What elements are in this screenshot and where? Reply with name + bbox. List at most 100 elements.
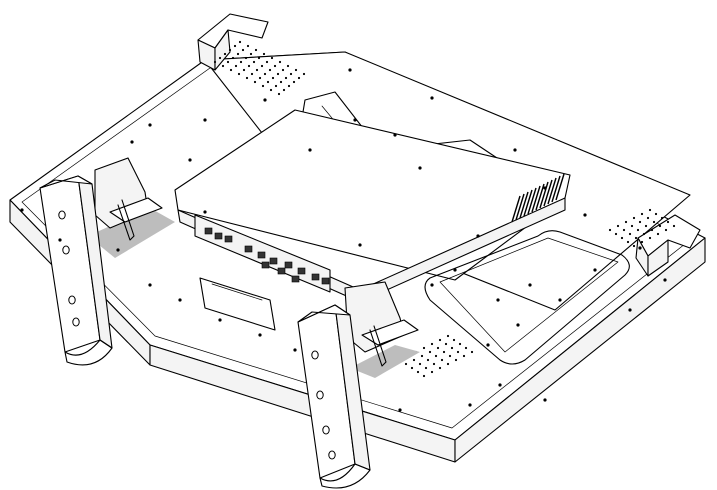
vent-hole	[238, 40, 242, 44]
vent-hole	[462, 354, 466, 358]
screw-hole	[178, 298, 182, 302]
vent-hole	[226, 60, 230, 64]
vent-hole	[456, 350, 460, 354]
vent-hole	[634, 236, 638, 240]
stand-post-hole	[322, 425, 330, 435]
screw-holes	[20, 68, 667, 412]
screw-hole	[468, 403, 472, 407]
vent-hole	[233, 44, 237, 48]
connector-port	[204, 227, 213, 235]
screw-hole	[543, 398, 547, 402]
vent-hole	[231, 56, 235, 60]
vent-hole	[608, 228, 612, 232]
vent-hole	[223, 52, 227, 56]
vent-hole	[297, 76, 301, 80]
input-connectors	[204, 227, 330, 285]
vent-hole	[622, 228, 626, 232]
screw-hole	[663, 278, 667, 282]
stand-post-hole	[58, 210, 66, 220]
vent-hole	[422, 346, 426, 350]
vent-hole	[241, 48, 245, 52]
vent-hole	[410, 366, 414, 370]
screw-hole	[203, 118, 207, 122]
vent-hole	[245, 76, 249, 80]
vent-hole	[237, 72, 241, 76]
connector-port	[269, 257, 278, 265]
screw-hole	[393, 133, 397, 137]
vent-hole	[628, 232, 632, 236]
vent-hole	[254, 48, 258, 52]
screw-hole	[293, 348, 297, 352]
screw-hole	[258, 333, 262, 337]
screw-hole	[430, 283, 434, 287]
stand-post-hole	[316, 390, 324, 400]
connector-port	[261, 261, 270, 269]
screw-hole	[188, 158, 192, 162]
vent-hole	[430, 342, 434, 346]
vent-hole	[616, 224, 620, 228]
vent-hole	[666, 220, 670, 224]
grille-slot	[539, 181, 549, 209]
connector-port	[321, 277, 330, 285]
vent-hole	[444, 342, 448, 346]
right-recess-panel	[424, 230, 630, 365]
vent-hole	[434, 354, 438, 358]
vent-hole	[652, 220, 656, 224]
grille-slot	[543, 179, 553, 207]
stand-post-holes	[58, 210, 336, 460]
grille-slot	[515, 193, 525, 221]
vent-hole	[650, 228, 654, 232]
vent-hole	[626, 240, 630, 244]
screw-hole	[348, 68, 352, 72]
vent-hole	[446, 362, 450, 366]
screw-hole	[398, 408, 402, 412]
vent-hole	[636, 228, 640, 232]
vent-hole	[442, 350, 446, 354]
stand-left	[39, 157, 163, 366]
vent-hole	[642, 232, 646, 236]
grille-slot	[555, 173, 565, 201]
vent-hole	[262, 52, 266, 56]
panel-right-edge	[454, 237, 706, 463]
screw-hole	[148, 283, 152, 287]
vent-hole	[255, 68, 259, 72]
screw-hole	[476, 234, 480, 238]
grille-slot	[531, 185, 541, 213]
connector-port	[214, 232, 223, 240]
vent-hole	[438, 338, 442, 342]
vent-hole	[289, 72, 293, 76]
vent-hole	[282, 88, 286, 92]
vent-hole	[260, 64, 264, 68]
grille-slot	[547, 177, 557, 205]
vent-hole	[271, 76, 275, 80]
screw-hole	[263, 98, 267, 102]
vent-hole	[458, 342, 462, 346]
vent-hole	[656, 232, 660, 236]
vent-hole	[274, 84, 278, 88]
vent-hole	[242, 68, 246, 72]
vent-hole	[664, 228, 668, 232]
stand-mount-shadow-left	[88, 208, 175, 258]
screw-hole	[516, 323, 520, 327]
stand-post-hole	[328, 450, 336, 460]
grille-slot	[511, 195, 521, 223]
vent-hole	[294, 68, 298, 72]
vent-hole	[268, 68, 272, 72]
grille-slot	[519, 191, 529, 219]
vent-hole	[672, 224, 676, 228]
screw-hole	[58, 238, 62, 242]
vent-hole	[253, 80, 257, 84]
vent-hole	[266, 80, 270, 84]
vent-hole	[236, 52, 240, 56]
vent-hole	[420, 354, 424, 358]
vent-hole	[257, 56, 261, 60]
screw-hole	[116, 248, 120, 252]
screw-hole	[638, 246, 642, 250]
vent-hole	[292, 80, 296, 84]
screw-hole	[353, 118, 357, 122]
connector-port	[311, 273, 320, 281]
vent-hole	[281, 68, 285, 72]
vent-hole	[422, 374, 426, 378]
vent-hole	[229, 68, 233, 72]
